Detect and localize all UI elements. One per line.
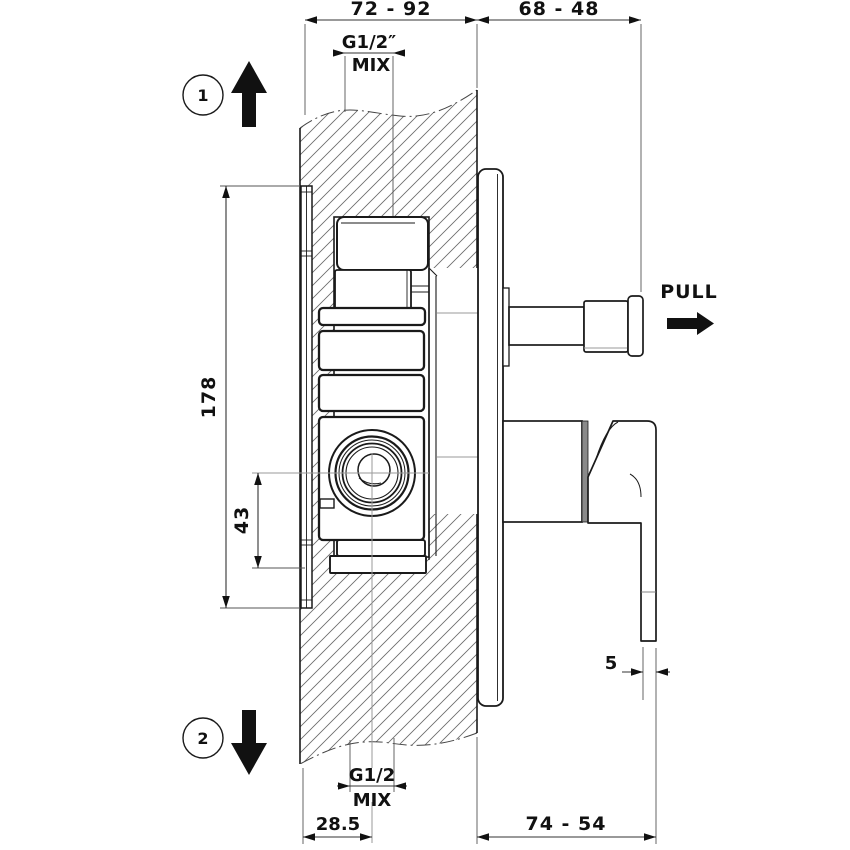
pull-annotation: PULL: [660, 281, 718, 335]
side-tab: [319, 498, 335, 509]
dimension-label-center-offset: 28.5: [316, 814, 360, 835]
bottom-flange: [329, 539, 427, 574]
handle-hub: [502, 420, 583, 523]
knob-sleeve: [502, 287, 510, 367]
knob-stem: [508, 306, 585, 346]
bottom-port-size-label: G1/2: [349, 765, 395, 786]
faceplate: [477, 168, 504, 707]
dimension-center-offset: 28.5: [302, 768, 372, 844]
wall-break-top: [299, 89, 478, 129]
port-slot-2: [317, 329, 426, 372]
valve-rough-body: [300, 185, 438, 609]
handle-lever: [587, 420, 657, 642]
dimension-port-offset: 43: [231, 473, 305, 569]
mounting-bracket: [300, 185, 313, 609]
top-mix-port: [336, 216, 429, 271]
marker-2-badge: [182, 717, 224, 759]
dimension-depth-range: 72 - 92: [304, 0, 478, 115]
dimension-handle-gap: 5: [605, 647, 670, 700]
pull-arrow-icon: [667, 312, 714, 335]
port-slot-3: [317, 373, 426, 413]
dimension-label-handle-protrusion: 74 - 54: [526, 813, 607, 835]
dimension-label-body-height: 178: [198, 376, 220, 419]
bottom-port-name-label: MIX: [353, 790, 392, 811]
down-arrow-icon: [231, 710, 267, 775]
dimension-protrusion-range: 68 - 48: [477, 0, 642, 292]
bottom-port-label-group: G1/2 MIX: [337, 738, 407, 811]
marker-1-badge: [182, 74, 224, 116]
knob-end-cap: [627, 295, 644, 357]
dimension-label-depth-range: 72 - 92: [351, 0, 432, 20]
top-port-name-label: MIX: [352, 55, 391, 76]
dimension-handle-protrusion: 74 - 54: [476, 648, 657, 844]
top-port-label-group: G1/2″ MIX: [333, 32, 405, 216]
centerlines: [252, 453, 429, 843]
handle-joint: [581, 420, 589, 523]
marker-2-label: 2: [197, 729, 208, 748]
dimension-label-protrusion-range: 68 - 48: [519, 0, 600, 20]
dimension-label-port-offset: 43: [231, 506, 253, 534]
wall-break-bottom: [299, 732, 478, 765]
lever-handle: [502, 420, 657, 642]
pull-label: PULL: [660, 281, 718, 303]
dimension-body-height: 178: [198, 185, 300, 609]
marker-1-label: 1: [197, 86, 208, 105]
up-arrow-icon: [231, 61, 267, 127]
step-marker-1: 1: [182, 61, 267, 127]
cartridge-housing-edge: [428, 267, 438, 560]
step-marker-2: 2: [182, 710, 267, 775]
top-port-size-label: G1/2″: [342, 32, 396, 53]
dimension-label-handle-gap: 5: [605, 653, 618, 674]
port-slot-1: [317, 306, 427, 327]
wall-opening: [423, 268, 478, 514]
knob-body: [583, 300, 629, 353]
diverter-knob: [502, 287, 644, 367]
